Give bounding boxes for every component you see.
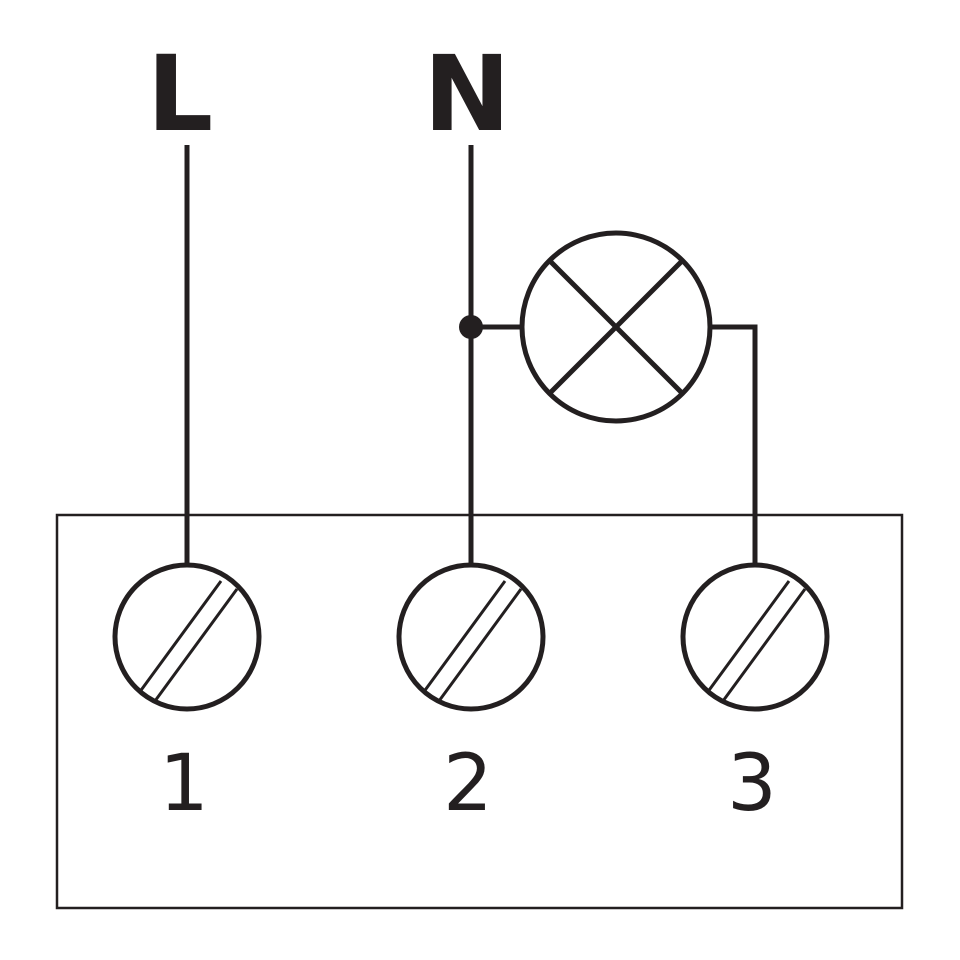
screw-terminal-icon (680, 562, 830, 712)
screw-terminal-icon (396, 562, 546, 712)
screw-terminal-icon (112, 562, 262, 712)
neutral-label: N (423, 33, 510, 155)
lamp-symbol-icon (519, 230, 713, 424)
lamp-to-terminal-3-wire (710, 324, 758, 566)
terminal-1-label: 1 (159, 739, 209, 829)
terminal-2-label: 2 (443, 739, 493, 829)
device-housing (55, 513, 904, 910)
terminal-3-label: 3 (727, 739, 777, 829)
terminal-1: 1 (112, 562, 262, 829)
live-label: L (147, 33, 213, 155)
terminal-3: 3 (680, 562, 830, 829)
terminal-2: 2 (396, 562, 546, 829)
